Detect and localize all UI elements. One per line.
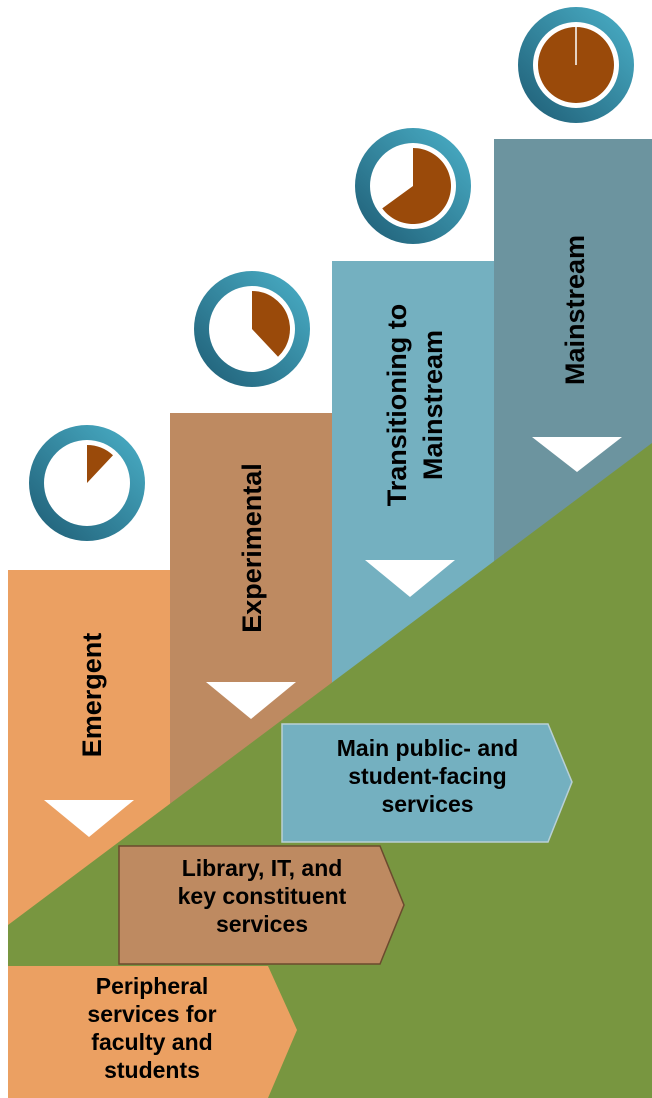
- stage-label-mainstream: Mainstream: [560, 235, 590, 385]
- service-label-line: key constituent: [177, 883, 347, 910]
- service-label-library-it: Library, IT, and key constituent service…: [126, 854, 398, 938]
- progress-ring-mainstream: [518, 7, 634, 123]
- service-label-line: faculty and: [91, 1029, 213, 1056]
- service-label-main-public: Main public- and student-facing services: [290, 734, 565, 818]
- service-label-line: services for: [87, 1001, 217, 1028]
- service-label-line: services: [215, 911, 309, 938]
- down-arrow-icon: [365, 560, 455, 597]
- progress-ring-transitioning: [355, 128, 471, 244]
- service-arrow-library-it: [118, 845, 405, 965]
- stage-label-transitioning-line2: Mainstream: [418, 330, 448, 480]
- progress-pie-transitioning: [382, 148, 451, 224]
- service-label-line: student-facing: [348, 763, 507, 790]
- stage-label-experimental: Experimental: [237, 463, 267, 633]
- service-label-line: Peripheral: [95, 973, 209, 999]
- service-label-peripheral: Peripheral services for faculty and stud…: [12, 972, 292, 1084]
- service-label-line: Library, IT, and: [181, 855, 343, 881]
- progress-pie-mainstream: [537, 26, 614, 104]
- service-arrow-peripheral: [8, 966, 297, 1098]
- progress-ring-experimental: [194, 271, 310, 387]
- progress-pie-emergent: [87, 445, 114, 483]
- service-arrow-main-public: [281, 723, 573, 843]
- down-arrow-icon: [206, 682, 296, 719]
- service-label-line: students: [104, 1057, 200, 1084]
- service-label-line: services: [381, 791, 474, 818]
- stage-label-emergent: Emergent: [77, 633, 107, 758]
- stage-label-transitioning-line1: Transitioning to: [382, 304, 412, 507]
- progress-ring-emergent: [29, 425, 145, 541]
- service-label-line: Main public- and: [336, 735, 519, 761]
- progress-pie-experimental: [252, 291, 290, 357]
- down-arrow-icon: [532, 437, 622, 472]
- down-arrow-icon: [44, 800, 134, 837]
